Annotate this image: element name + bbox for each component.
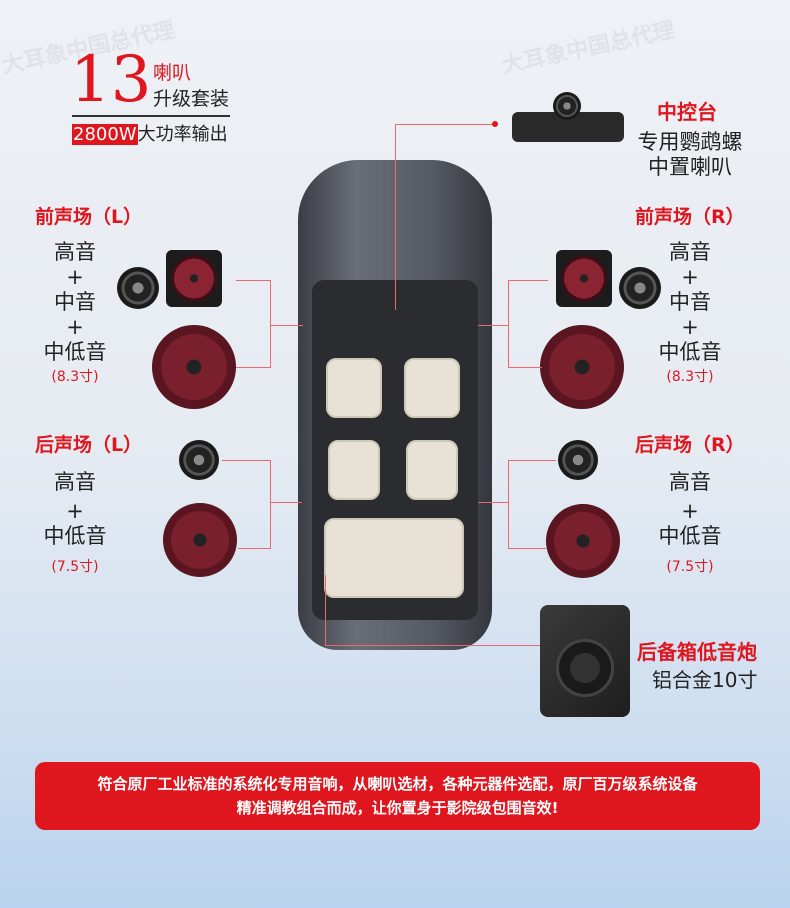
center-tweeter bbox=[553, 92, 581, 120]
item: + bbox=[681, 315, 699, 339]
item: 高音 bbox=[54, 470, 96, 494]
front-left-list: 高音+中音+中低音(8.3寸) bbox=[35, 240, 115, 390]
seat bbox=[324, 518, 464, 598]
sub-title: 后备箱低音炮 bbox=[637, 640, 757, 664]
size: (8.3寸) bbox=[666, 369, 714, 385]
size: (7.5寸) bbox=[51, 559, 99, 575]
header-line1: 喇叭 bbox=[153, 62, 192, 84]
item: 中音 bbox=[54, 290, 96, 314]
item: 中低音 bbox=[658, 524, 722, 548]
rear-right-list: 高音 +中低音 (7.5寸) bbox=[650, 470, 730, 580]
description-banner: 符合原厂工业标准的系统化专用音响，从喇叭选材，各种元器件选配，原厂百万级系统设备… bbox=[35, 762, 760, 830]
rear-left-title: 后声场（L） bbox=[35, 434, 143, 456]
center-line2: 中置喇叭 bbox=[648, 155, 732, 179]
size: (7.5寸) bbox=[666, 559, 714, 575]
power-line: 2800W大功率输出 bbox=[72, 120, 228, 146]
center-desc: 专用鹦鹉螺中置喇叭 bbox=[630, 130, 750, 180]
center-title: 中控台 bbox=[657, 100, 717, 124]
subwoofer-image bbox=[540, 605, 630, 717]
item: + bbox=[681, 265, 699, 289]
front-right-list: 高音+中音+中低音(8.3寸) bbox=[650, 240, 730, 390]
item: 中音 bbox=[669, 290, 711, 314]
banner-line1: 符合原厂工业标准的系统化专用音响，从喇叭选材，各种元器件选配，原厂百万级系统设备 bbox=[97, 775, 698, 793]
header-line2: 升级套装 bbox=[153, 88, 230, 110]
banner-line2: 精准调教组合而成，让你置身于影院级包围音效! bbox=[236, 799, 559, 817]
item: + bbox=[66, 499, 84, 523]
center-line1: 专用鹦鹉螺 bbox=[637, 130, 743, 154]
item: 高音 bbox=[669, 240, 711, 264]
rear-right-title: 后声场（R） bbox=[635, 434, 745, 456]
woofer bbox=[540, 325, 624, 409]
midrange-speaker bbox=[166, 250, 222, 307]
midrange-speaker bbox=[556, 250, 612, 307]
power-badge: 2800W bbox=[72, 124, 138, 145]
size: (8.3寸) bbox=[51, 369, 99, 385]
front-left-title: 前声场（L） bbox=[35, 206, 143, 228]
divider bbox=[72, 115, 230, 117]
watermark: 大耳象中国总代理 bbox=[499, 17, 678, 79]
item: + bbox=[66, 315, 84, 339]
item: 高音 bbox=[669, 470, 711, 494]
woofer bbox=[546, 504, 620, 578]
woofer bbox=[152, 325, 236, 409]
speaker-count: 13 bbox=[70, 43, 152, 117]
sub-desc: 铝合金10寸 bbox=[652, 668, 758, 692]
item: + bbox=[681, 499, 699, 523]
item: + bbox=[66, 265, 84, 289]
tweeter bbox=[179, 440, 219, 480]
item: 中低音 bbox=[658, 340, 722, 364]
item: 中低音 bbox=[43, 340, 107, 364]
front-right-title: 前声场（R） bbox=[635, 206, 745, 228]
item: 中低音 bbox=[43, 524, 107, 548]
tweeter bbox=[558, 440, 598, 480]
rear-left-list: 高音 +中低音 (7.5寸) bbox=[35, 470, 115, 580]
power-text: 大功率输出 bbox=[137, 124, 228, 145]
seat bbox=[406, 440, 458, 500]
woofer bbox=[163, 503, 237, 577]
seat bbox=[328, 440, 380, 500]
item: 高音 bbox=[54, 240, 96, 264]
tweeter bbox=[619, 267, 661, 309]
seat bbox=[404, 358, 460, 418]
seat bbox=[326, 358, 382, 418]
tweeter bbox=[117, 267, 159, 309]
